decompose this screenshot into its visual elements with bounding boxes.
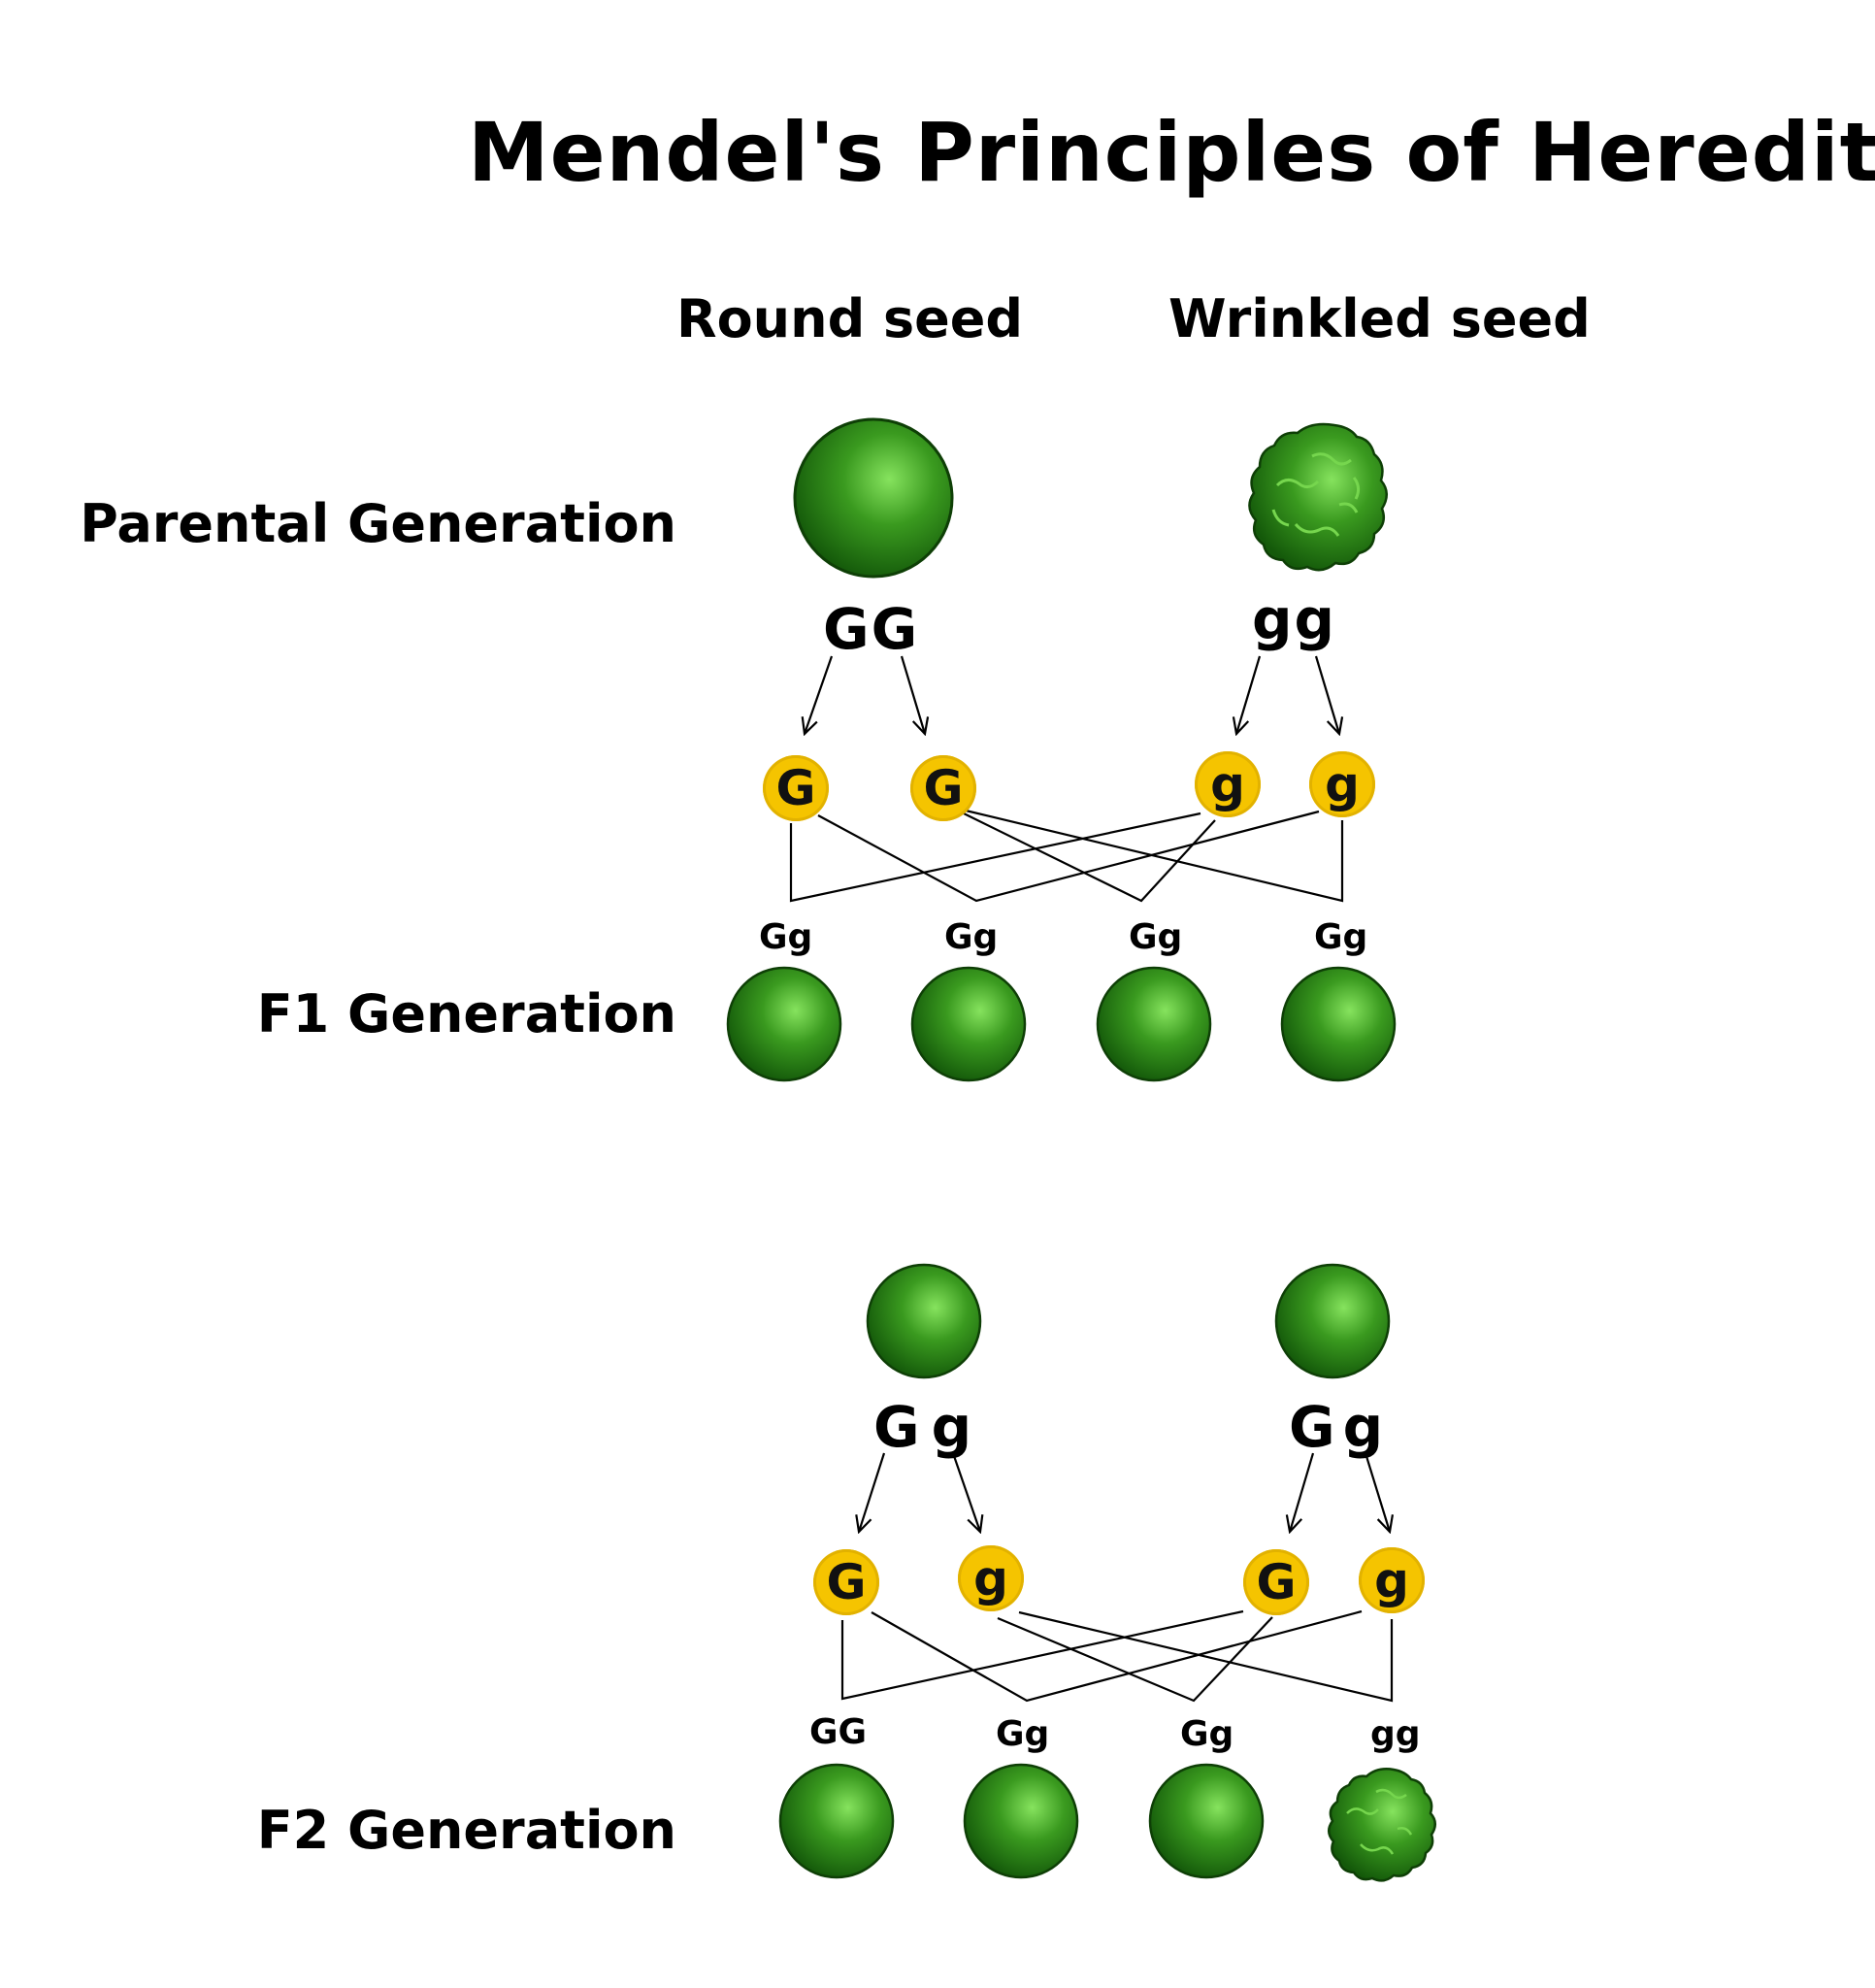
- f2-generation-label: F2 Generation: [256, 1800, 676, 1861]
- parental-wrinkled-genotype: gg: [1252, 586, 1337, 652]
- parental-generation-label: Parental Generation: [80, 493, 676, 554]
- f1-generation-label: F1 Generation: [256, 983, 676, 1044]
- f1-parent-seed-icon: [866, 1263, 982, 1379]
- f1-seed-icon: [1096, 966, 1212, 1082]
- gamete-allele: g: [1195, 751, 1261, 817]
- f1-parent-seed-icon: [1274, 1263, 1391, 1379]
- gamete-allele: G: [813, 1549, 879, 1615]
- f1-genotype: Gg: [1129, 917, 1183, 957]
- f2-genotype: Gg: [1180, 1714, 1234, 1754]
- f1-cross-lines: [789, 809, 1344, 903]
- f1-cross-left-genotype: Gg: [873, 1394, 984, 1460]
- f2-genotype: GG: [809, 1712, 868, 1752]
- gamete-allele: G: [763, 755, 829, 821]
- f2-seed-icon: [963, 1763, 1079, 1879]
- f2-genotype: gg: [1370, 1714, 1421, 1754]
- round-seed-icon: [793, 417, 954, 579]
- parental-round-genotype: GG: [823, 596, 920, 662]
- f2-seed-icon: [778, 1763, 895, 1879]
- page-title: Mendel's Principles of Heredity: [468, 105, 1875, 200]
- arrow: [805, 655, 834, 734]
- f1-seed-icon: [910, 966, 1027, 1082]
- f1-genotype: Gg: [759, 917, 813, 957]
- arrow: [900, 655, 925, 734]
- f2-cross-lines: [840, 1609, 1394, 1703]
- arrow: [1290, 1452, 1315, 1532]
- f1-seed-icon: [1280, 966, 1397, 1082]
- wrinkled-seed-heading: Wrinkled seed: [1168, 288, 1591, 349]
- round-seed-heading: Round seed: [676, 288, 1024, 349]
- f1-cross-right-genotype: Gg: [1289, 1394, 1392, 1460]
- arrow: [1236, 655, 1262, 734]
- gamete-allele: g: [958, 1545, 1024, 1611]
- f1-genotype: Gg: [1314, 917, 1368, 957]
- f1-seed-icon: [726, 966, 842, 1082]
- gamete-allele: g: [1359, 1547, 1425, 1613]
- gamete-allele: G: [910, 755, 976, 821]
- arrow: [951, 1452, 980, 1532]
- gamete-allele: G: [1243, 1549, 1309, 1615]
- arrow: [1314, 655, 1339, 734]
- gamete-allele: g: [1309, 751, 1375, 817]
- f2-wrinkled-seed-icon: [1328, 1768, 1436, 1882]
- arrow: [1364, 1452, 1390, 1532]
- wrinkled-seed-icon: [1248, 422, 1388, 572]
- f2-seed-icon: [1148, 1763, 1265, 1879]
- f1-genotype: Gg: [944, 917, 999, 957]
- arrow: [859, 1452, 886, 1532]
- f2-genotype: Gg: [996, 1714, 1050, 1754]
